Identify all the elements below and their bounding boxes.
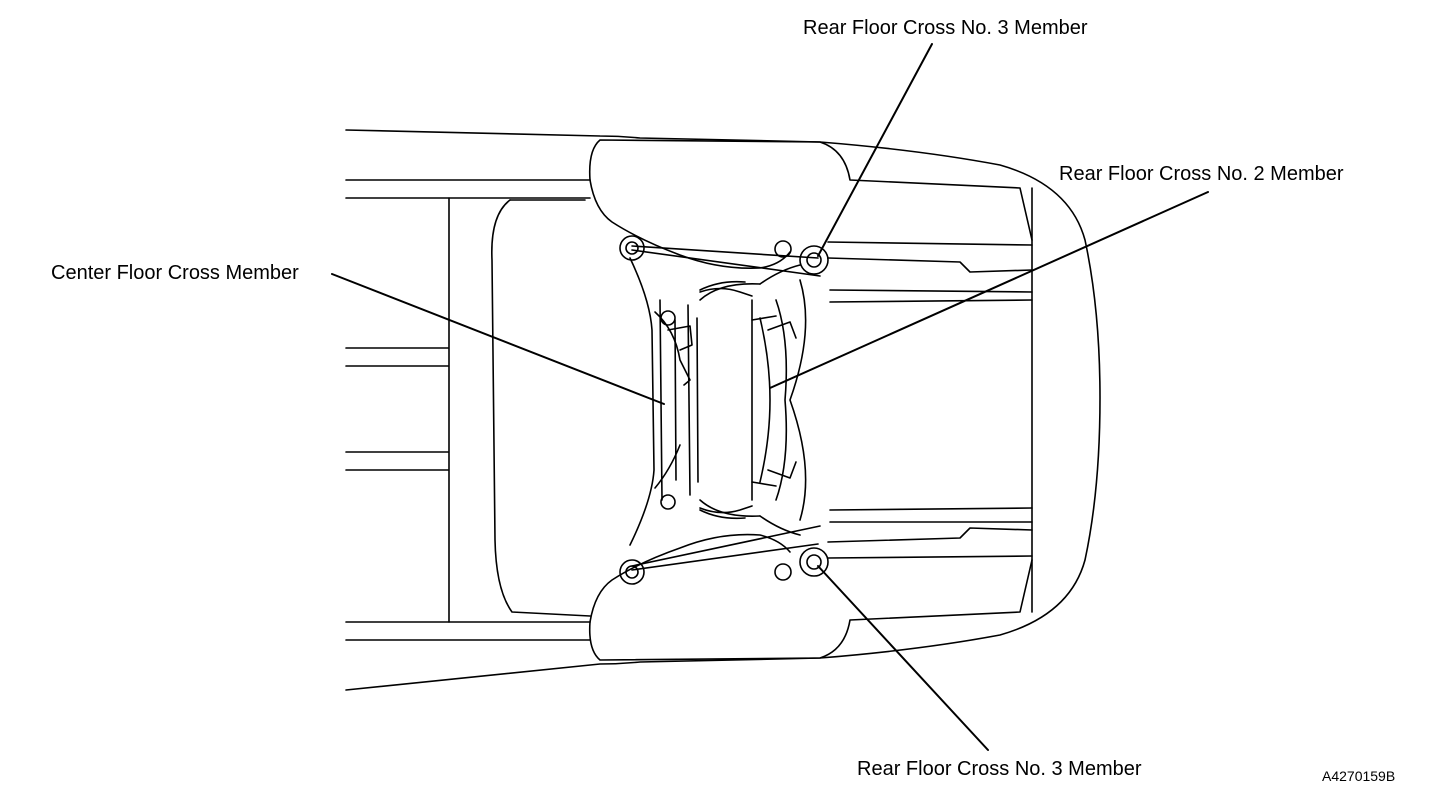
wheel-well-top xyxy=(588,139,1033,270)
bolt-bottom-left xyxy=(619,559,645,585)
rear-floor-cross-2-shape xyxy=(751,279,807,521)
label-rear-floor-cross-3-bottom: Rear Floor Cross No. 3 Member xyxy=(857,758,1142,780)
leader-center-cross xyxy=(331,273,665,405)
rear-rails xyxy=(827,187,1033,613)
bolt-bottom-right xyxy=(799,547,829,577)
leader-rear-cross-3-top xyxy=(817,43,933,257)
figure-id: A4270159B xyxy=(1322,768,1396,784)
small-holes xyxy=(660,240,792,581)
left-floor-panel xyxy=(491,199,591,617)
label-rear-floor-cross-3-top: Rear Floor Cross No. 3 Member xyxy=(803,17,1088,39)
floor-pan-outline xyxy=(345,129,1101,691)
arch-rings xyxy=(699,264,801,536)
label-rear-floor-cross-2: Rear Floor Cross No. 2 Member xyxy=(1059,163,1344,185)
leader-rear-cross-3-bottom xyxy=(817,565,989,751)
bolt-top-right xyxy=(799,245,829,275)
leader-rear-cross-2 xyxy=(769,191,1209,389)
leader-lines xyxy=(331,43,1209,751)
cross-links xyxy=(631,245,821,571)
label-center-floor-cross-member: Center Floor Cross Member xyxy=(51,262,299,284)
center-floor-cross-member-shape xyxy=(629,257,753,546)
bolt-top-left xyxy=(619,235,645,261)
